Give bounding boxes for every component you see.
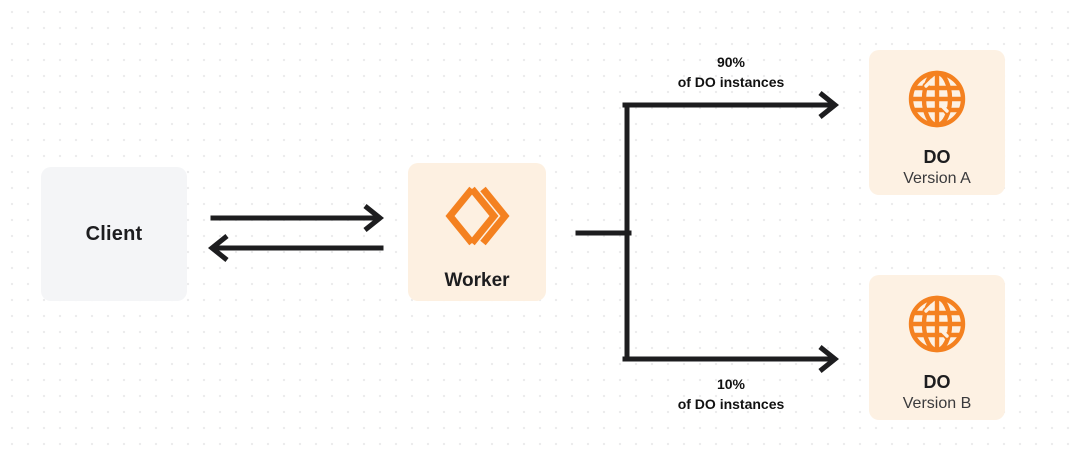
node-worker-label: Worker [444,270,510,291]
edge-client-to-worker [210,204,385,232]
edge-label-10-percent-value: 10% [716,376,746,392]
edge-label-90-percent-value: 90% [716,54,746,70]
node-do-a-title: DO [923,147,951,167]
edge-worker-branch-trunk [575,102,632,362]
edge-worker-to-client [207,234,384,262]
edge-label-90-percent-caption: of DO instances [677,74,785,91]
node-client-label: Client [85,222,143,245]
node-client[interactable]: Client [41,167,187,301]
edge-label-10-percent: 10% of DO instances [627,374,835,415]
cloudflare-workers-icon [443,185,511,252]
edge-worker-to-do-a [622,91,840,119]
node-worker[interactable]: Worker [408,163,546,301]
node-do-b-title: DO [923,372,951,392]
globe-network-icon [906,293,968,360]
globe-network-icon [906,68,968,135]
edge-worker-to-do-b [622,345,840,373]
node-do-b-subtitle: Version B [902,394,972,412]
edge-label-10-percent-caption: of DO instances [677,396,785,413]
node-do-a-subtitle: Version A [903,169,971,187]
node-do-version-a[interactable]: DO Version A [869,50,1005,195]
edge-label-90-percent: 90% of DO instances [627,52,835,93]
node-do-version-b[interactable]: DO Version B [869,275,1005,420]
